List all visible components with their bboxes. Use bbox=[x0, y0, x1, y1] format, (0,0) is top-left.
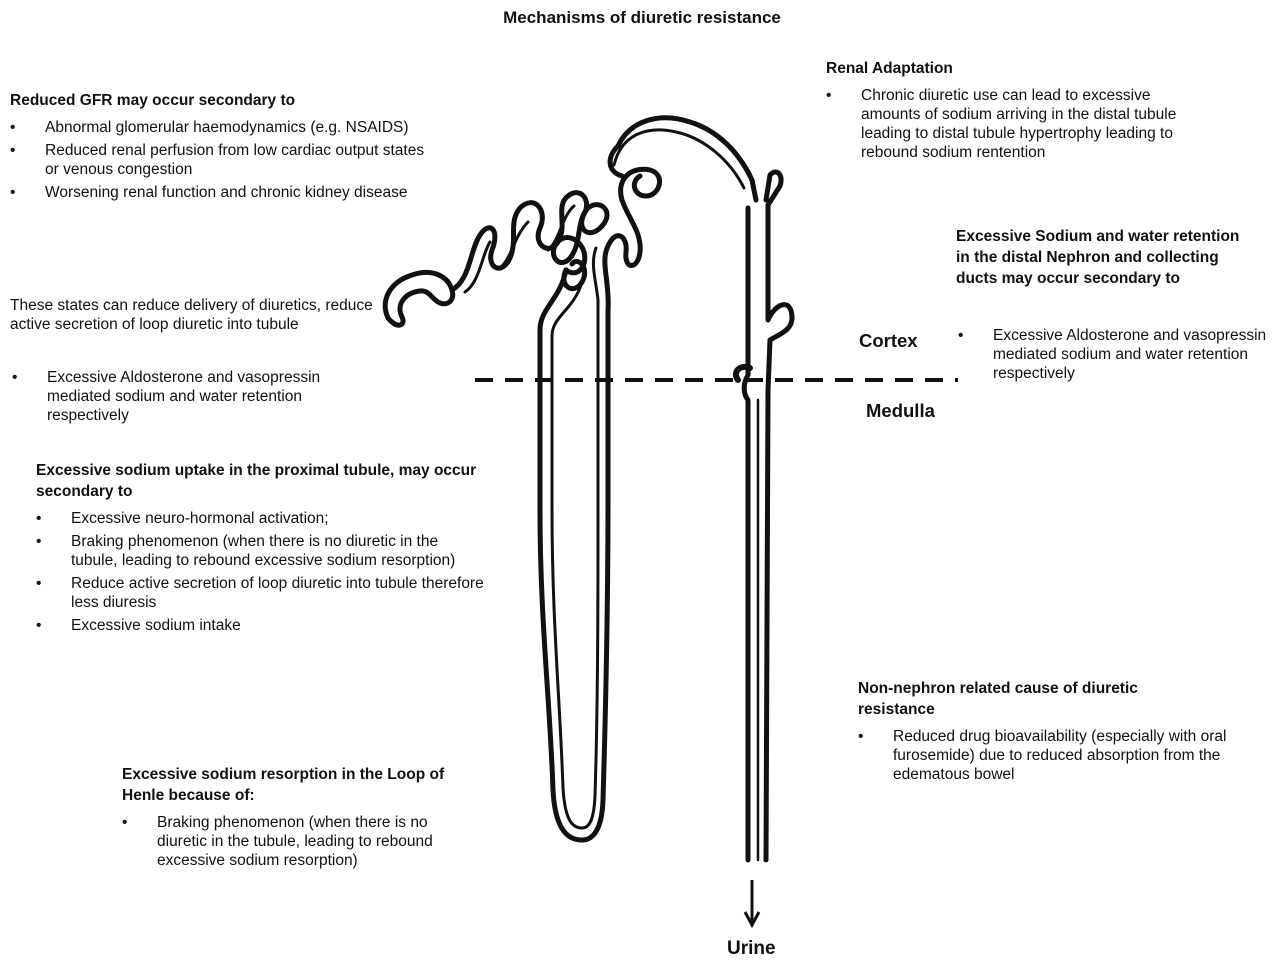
list-item: Excessive sodium intake bbox=[36, 616, 486, 635]
urine-label: Urine bbox=[727, 938, 776, 960]
list-item: Reduced drug bioavailability (especially… bbox=[858, 727, 1228, 784]
list-item: Braking phenomenon (when there is no diu… bbox=[36, 532, 486, 570]
bowman-capsule bbox=[385, 272, 452, 325]
list-item: Reduced renal perfusion from low cardiac… bbox=[10, 141, 430, 179]
descending-limb-inner bbox=[552, 282, 598, 828]
gfr-note: These states can reduce delivery of diur… bbox=[10, 296, 382, 334]
medulla-label: Medulla bbox=[866, 400, 935, 422]
urine-arrow bbox=[745, 880, 759, 925]
distal-section: Excessive Sodium and water retention in … bbox=[956, 226, 1246, 289]
gfr-note-section: Excessive Aldosterone and vasopressin me… bbox=[12, 368, 347, 429]
collecting-duct-right bbox=[766, 172, 792, 860]
cortex-label: Cortex bbox=[859, 330, 918, 352]
distal-heading: Excessive Sodium and water retention in … bbox=[956, 226, 1246, 289]
list-item: Excessive neuro-hormonal activation; bbox=[36, 509, 486, 528]
non-nephron-heading: Non-nephron related cause of diuretic re… bbox=[858, 678, 1198, 720]
distal-bullets: Excessive Aldosterone and vasopressin me… bbox=[958, 326, 1278, 387]
henle-section: Excessive sodium resorption in the Loop … bbox=[122, 764, 452, 874]
list-item: Braking phenomenon (when there is no diu… bbox=[122, 813, 452, 870]
proximal-heading: Excessive sodium uptake in the proximal … bbox=[36, 460, 512, 502]
list-item: Reduce active secretion of loop diuretic… bbox=[36, 574, 486, 612]
henle-heading: Excessive sodium resorption in the Loop … bbox=[122, 764, 452, 806]
collecting-duct-left bbox=[744, 208, 748, 860]
renal-adaptation-section: Renal Adaptation Chronic diuretic use ca… bbox=[826, 58, 1186, 166]
renal-adaptation-heading: Renal Adaptation bbox=[826, 58, 1186, 79]
list-item: Chronic diuretic use can lead to excessi… bbox=[826, 86, 1186, 162]
list-item: Worsening renal function and chronic kid… bbox=[10, 183, 430, 202]
list-item: Excessive Aldosterone and vasopressin me… bbox=[12, 368, 347, 425]
gfr-section: Reduced GFR may occur secondary to Abnor… bbox=[10, 90, 430, 206]
list-item: Excessive Aldosterone and vasopressin me… bbox=[958, 326, 1278, 383]
non-nephron-section: Non-nephron related cause of diuretic re… bbox=[858, 678, 1228, 788]
distal-tubule bbox=[605, 169, 660, 310]
list-item: Abnormal glomerular haemodynamics (e.g. … bbox=[10, 118, 430, 137]
gfr-bullets: Abnormal glomerular haemodynamics (e.g. … bbox=[10, 118, 430, 202]
tubule-arch bbox=[618, 118, 756, 200]
gfr-heading: Reduced GFR may occur secondary to bbox=[10, 90, 430, 111]
proximal-section: Excessive sodium uptake in the proximal … bbox=[36, 460, 512, 639]
